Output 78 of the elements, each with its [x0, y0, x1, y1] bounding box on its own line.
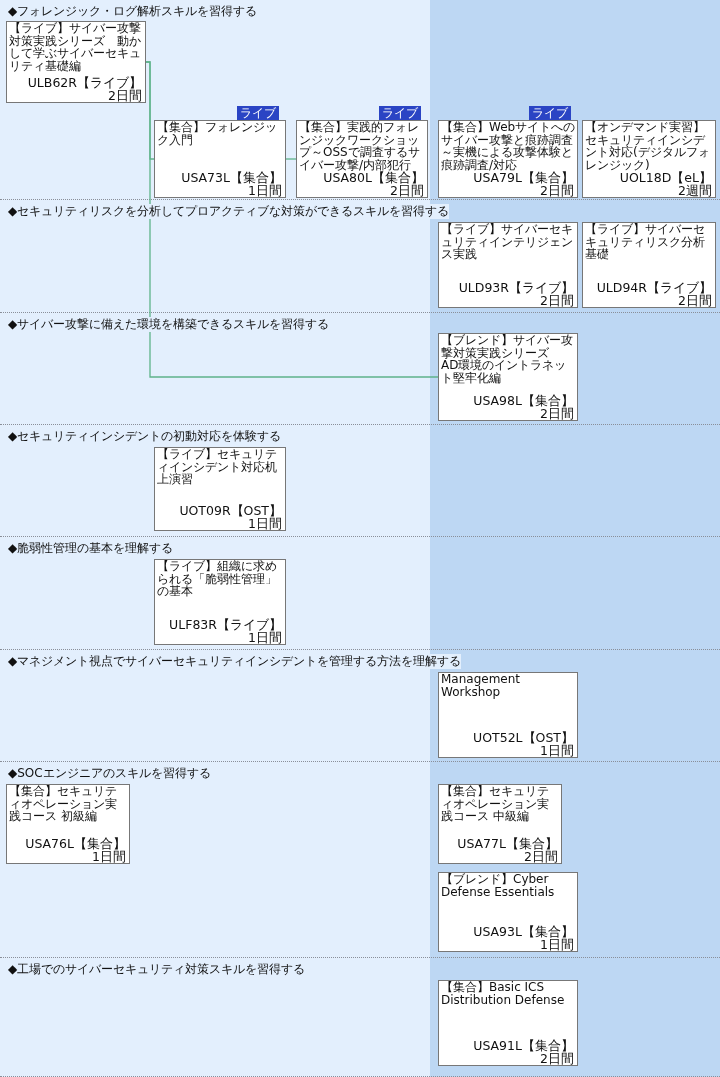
course-title: 【オンデマンド実習】セキュリティインシデント対応(デジタルフォレンジック) [585, 121, 710, 171]
course-title: 【ライブ】サイバーセキュリティリスク分析基礎 [585, 223, 706, 261]
live-badge: ライブ [379, 106, 421, 120]
course-duration: 1日間 [540, 938, 574, 951]
course-code: USA73L【集合】 [181, 171, 282, 184]
course-box [438, 784, 562, 864]
section-band [0, 958, 720, 1077]
course-code: ULF83R【ライブ】 [169, 618, 282, 631]
course-duration: 2日間 [540, 407, 574, 420]
course-title: 【ライブ】サイバーセキュリティインテリジェンス実践 [441, 223, 574, 261]
course-title: 【ライブ】セキュリティインシデント対応机上演習 [157, 448, 278, 486]
course-title: 【集合】フォレンジック入門 [157, 121, 278, 146]
section-heading: ◆マネジメント視点でサイバーセキュリティインシデントを管理する方法を理解する [8, 654, 462, 669]
course-title: 【ライブ】サイバー攻撃対策実践シリーズ 動かして学ぶサイバーセキュリティ基礎編 [9, 22, 142, 72]
section-heading: ◆セキュリティインシデントの初動対応を体験する [8, 429, 282, 444]
course-duration: 1日間 [540, 744, 574, 757]
course-code: USA80L【集合】 [323, 171, 424, 184]
course-duration: 1日間 [248, 517, 282, 530]
course-duration: 1日間 [248, 631, 282, 644]
course-box [6, 21, 146, 103]
course-duration: 2日間 [540, 294, 574, 307]
course-title: 【集合】Webサイトへのサイバー攻撃と痕跡調査～実機による攻撃体験と痕跡調査/対応 [441, 121, 576, 171]
course-duration: 1日間 [92, 850, 126, 863]
connector-line [145, 61, 439, 378]
section-band [0, 200, 720, 313]
course-duration: 2週間 [678, 184, 712, 197]
section-band [0, 650, 720, 762]
section-heading: ◆脆弱性管理の基本を理解する [8, 541, 174, 556]
course-box [6, 784, 130, 864]
course-code: USA93L【集合】 [473, 925, 574, 938]
course-code: UOT09R【OST】 [179, 504, 282, 517]
course-box [154, 559, 286, 645]
course-code: UOL18D【eL】 [619, 171, 712, 184]
section-band [0, 762, 720, 958]
section-heading: ◆サイバー攻撃に備えた環境を構築できるスキルを習得する [8, 317, 330, 332]
course-code: USA98L【集合】 [473, 394, 574, 407]
course-duration: 2日間 [540, 1052, 574, 1065]
live-badge: ライブ [529, 106, 571, 120]
course-code: ULD93R【ライブ】 [458, 281, 574, 294]
course-code: ULB62R【ライブ】 [27, 76, 142, 89]
course-box [438, 980, 578, 1066]
course-box [438, 872, 578, 952]
course-code: UOT52L【OST】 [473, 731, 574, 744]
course-code: USA79L【集合】 [473, 171, 574, 184]
course-duration: 2日間 [108, 89, 142, 102]
course-title: 【ライブ】組織に求められる「脆弱性管理」の基本 [157, 560, 278, 598]
course-title: 【集合】セキュリティオペレーション実践コース 中級編 [441, 785, 550, 823]
course-duration: 2日間 [524, 850, 558, 863]
course-box [582, 120, 716, 198]
course-box [438, 222, 578, 308]
section-heading: ◆工場でのサイバーセキュリティ対策スキルを習得する [8, 962, 306, 977]
course-duration: 2日間 [390, 184, 424, 197]
course-title: 【ブレンド】Cyber Defense Essentials [441, 873, 556, 898]
course-box [582, 222, 716, 308]
course-code: USA91L【集合】 [473, 1039, 574, 1052]
course-box [438, 672, 578, 758]
section-band [0, 425, 720, 537]
course-title: 【集合】セキュリティオペレーション実践コース 初級編 [9, 785, 118, 823]
section-heading: ◆SOCエンジニアのスキルを習得する [8, 766, 211, 781]
course-code: USA77L【集合】 [457, 837, 558, 850]
course-box [438, 333, 578, 421]
section-band [0, 313, 720, 425]
course-box [154, 447, 286, 531]
live-badge: ライブ [237, 106, 279, 120]
course-code: ULD94R【ライブ】 [596, 281, 712, 294]
course-title: 【集合】実践的フォレンジックワークショップ～OSSで調査するサイバー攻撃/内部犯行 [299, 121, 420, 171]
section-band [0, 0, 720, 200]
course-code: USA76L【集合】 [25, 837, 126, 850]
section-band [0, 537, 720, 650]
course-duration: 2日間 [678, 294, 712, 307]
connector-line [285, 158, 297, 160]
course-title: Management Workshop [441, 673, 522, 698]
course-duration: 1日間 [248, 184, 282, 197]
section-heading: ◆フォレンジック・ログ解析スキルを習得する [8, 4, 258, 19]
section-heading: ◆セキュリティリスクを分析してプロアクティブな対策ができるスキルを習得する [8, 204, 450, 219]
course-duration: 2日間 [540, 184, 574, 197]
course-title: 【ブレンド】サイバー攻撃対策実践シリーズ AD環境のイントラネット堅牢化編 [441, 334, 574, 384]
course-title: 【集合】Basic ICS Distribution Defense [441, 981, 566, 1006]
